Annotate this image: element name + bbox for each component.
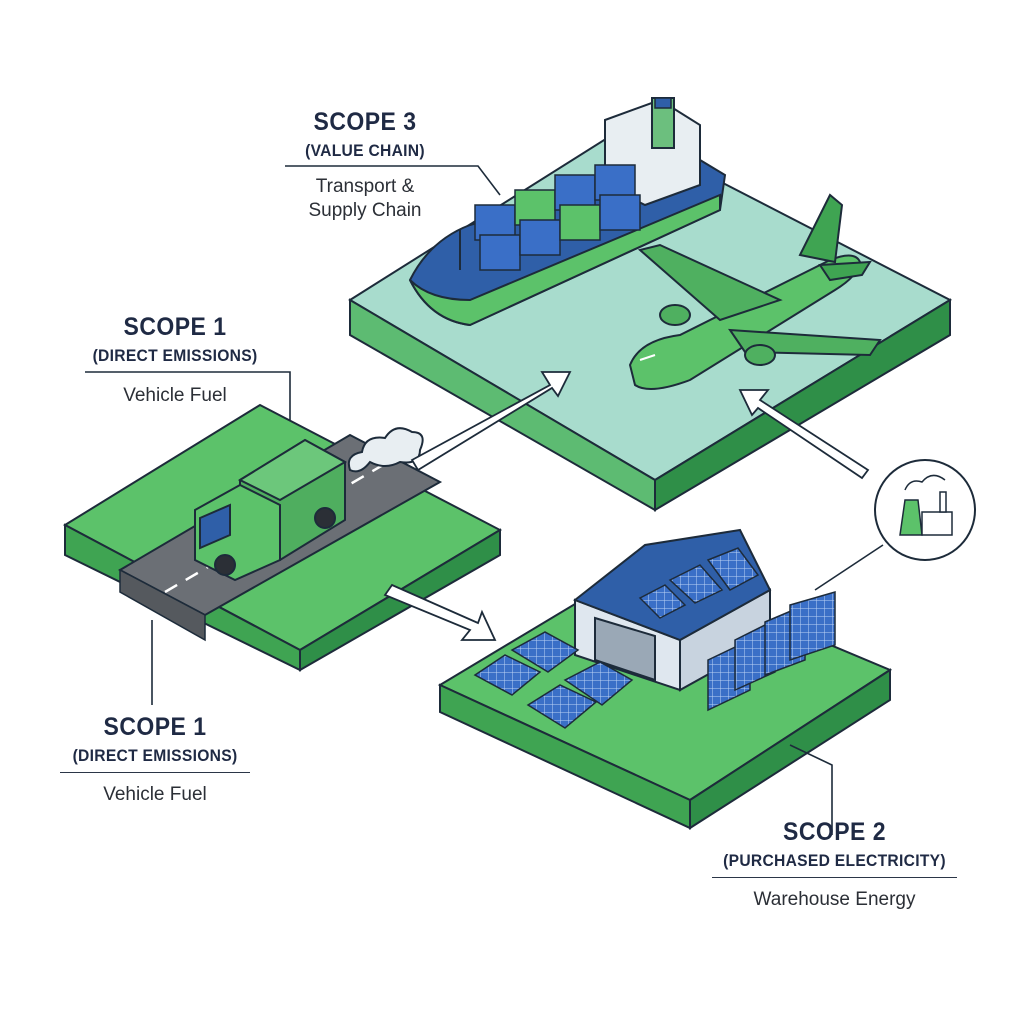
scope2-label: SCOPE 2 (PURCHASED ELECTRICITY) Warehous… <box>712 818 957 912</box>
leader-lines <box>85 165 884 835</box>
arrow-factory-to-scope3 <box>738 389 870 480</box>
scope1-bottom-rule <box>60 772 250 773</box>
truck-icon <box>194 438 348 582</box>
scope3-desc-line2: Supply Chain <box>308 200 422 221</box>
scope1-top-desc: Vehicle Fuel <box>123 385 227 406</box>
scope3-desc: Transport & Supply Chain <box>280 175 450 223</box>
scope1-top-subtitle: (DIRECT EMISSIONS) <box>92 346 258 365</box>
factory-icon <box>874 459 976 561</box>
scope2-desc: Warehouse Energy <box>753 889 916 910</box>
scope1-bottom-desc: Vehicle Fuel <box>103 784 207 805</box>
scope3-title: SCOPE 3 <box>313 108 417 136</box>
exhaust-smoke-icon <box>347 427 424 473</box>
scope1-bottom-label: SCOPE 1 (DIRECT EMISSIONS) Vehicle Fuel <box>60 713 250 807</box>
warehouse-icon <box>572 528 772 692</box>
scope2-title: SCOPE 2 <box>783 818 886 846</box>
scope2-rule <box>712 877 957 878</box>
scope3-subtitle: (VALUE CHAIN) <box>305 141 425 160</box>
flow-arrows <box>383 371 870 641</box>
scope3-label: SCOPE 3 (VALUE CHAIN) Transport & Supply… <box>280 108 450 223</box>
scope1-bottom-subtitle: (DIRECT EMISSIONS) <box>72 746 238 765</box>
container-ship-icon <box>408 97 727 327</box>
arrow-truck-to-scope3 <box>410 371 572 472</box>
arrow-truck-to-scope2 <box>383 583 497 641</box>
scope1-top-label: SCOPE 1 (DIRECT EMISSIONS) Vehicle Fuel <box>80 313 270 408</box>
solar-panel-icon <box>473 591 836 729</box>
scope1-top-title: SCOPE 1 <box>123 313 227 341</box>
airplane-icon <box>628 193 882 390</box>
scope2-subtitle: (PURCHASED ELECTRICITY) <box>723 851 946 870</box>
scope1-bottom-title: SCOPE 1 <box>103 713 207 741</box>
scope3-desc-line1: Transport & <box>315 176 415 197</box>
